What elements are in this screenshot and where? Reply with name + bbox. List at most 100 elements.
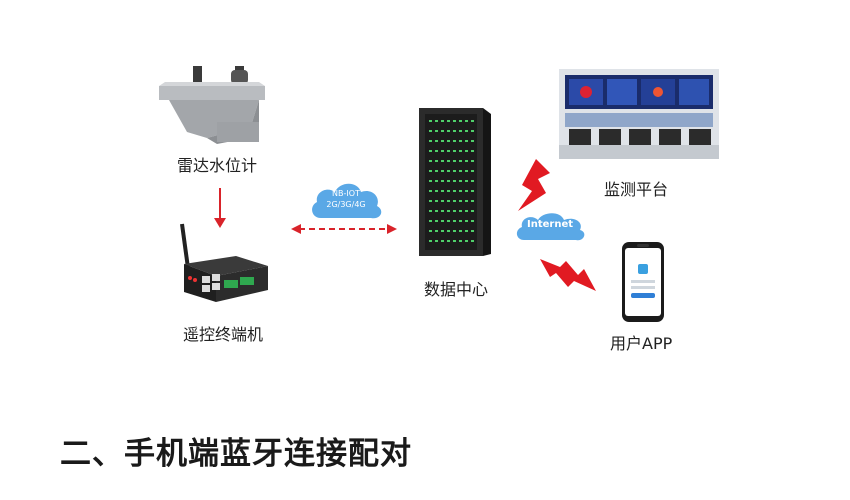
monitoring-platform-label: 监测平台 [604, 180, 669, 199]
lightning-bolt-upper-icon [514, 159, 554, 211]
server-led [435, 170, 438, 172]
server-led [471, 180, 474, 182]
nb-iot-cloud-icon [307, 178, 385, 222]
server-led [453, 120, 456, 122]
server-led [435, 190, 438, 192]
server-led [453, 200, 456, 202]
server-led [441, 230, 444, 232]
server-led [453, 140, 456, 142]
server-led [435, 240, 438, 242]
server-led [471, 150, 474, 152]
server-led [465, 200, 468, 202]
server-led [465, 160, 468, 162]
server-led [471, 140, 474, 142]
server-led [441, 140, 444, 142]
server-led [441, 200, 444, 202]
server-led [435, 210, 438, 212]
server-led [465, 180, 468, 182]
server-led [441, 130, 444, 132]
server-led [429, 140, 432, 142]
server-led [453, 160, 456, 162]
server-led [471, 190, 474, 192]
server-led [441, 210, 444, 212]
server-led [435, 220, 438, 222]
server-led [435, 140, 438, 142]
server-led [429, 120, 432, 122]
server-led [447, 170, 450, 172]
section-heading: 二、手机端蓝牙连接配对 [60, 436, 412, 472]
server-led [429, 210, 432, 212]
server-led [465, 190, 468, 192]
server-led [471, 230, 474, 232]
server-led [441, 170, 444, 172]
server-led [465, 170, 468, 172]
server-led [465, 120, 468, 122]
server-led [465, 130, 468, 132]
server-led [447, 140, 450, 142]
server-led [471, 210, 474, 212]
server-led [453, 130, 456, 132]
server-led [453, 210, 456, 212]
server-led [441, 220, 444, 222]
server-led [441, 150, 444, 152]
rtu-terminal-label: 遥控终端机 [183, 325, 264, 344]
server-led [459, 140, 462, 142]
server-led [459, 180, 462, 182]
server-led [429, 150, 432, 152]
server-led [441, 160, 444, 162]
server-led [453, 190, 456, 192]
server-led [435, 160, 438, 162]
server-led [447, 220, 450, 222]
arrow-down-icon [214, 188, 226, 230]
server-led [435, 180, 438, 182]
nb-iot-cloud-line1: NB-IOT [332, 189, 360, 198]
server-led [429, 200, 432, 202]
server-led [429, 230, 432, 232]
server-led [447, 160, 450, 162]
server-led [435, 120, 438, 122]
dashed-double-arrow-icon [291, 222, 397, 236]
user-app-label: 用户APP [610, 334, 673, 353]
server-led [465, 220, 468, 222]
server-led [471, 200, 474, 202]
server-led [453, 150, 456, 152]
server-led [447, 240, 450, 242]
server-led [459, 160, 462, 162]
server-led [453, 180, 456, 182]
server-led [465, 140, 468, 142]
server-led [429, 190, 432, 192]
server-led [459, 210, 462, 212]
server-led [429, 170, 432, 172]
smartphone-image [622, 242, 664, 322]
server-led [429, 180, 432, 182]
server-led [447, 190, 450, 192]
server-led [471, 170, 474, 172]
rtu-terminal-image [160, 222, 270, 308]
server-led [465, 240, 468, 242]
server-led [471, 120, 474, 122]
server-led [465, 230, 468, 232]
server-led [471, 160, 474, 162]
server-led [435, 130, 438, 132]
nb-iot-cloud-line2: 2G/3G/4G [326, 200, 366, 209]
server-led [447, 210, 450, 212]
server-led [435, 230, 438, 232]
server-led [471, 220, 474, 222]
server-led [441, 120, 444, 122]
internet-cloud-icon [514, 210, 588, 242]
server-rack-image [419, 108, 491, 258]
server-led [459, 200, 462, 202]
server-led [447, 230, 450, 232]
data-center-label: 数据中心 [424, 280, 489, 299]
server-led [447, 180, 450, 182]
server-led [447, 200, 450, 202]
server-led [435, 200, 438, 202]
server-led [471, 130, 474, 132]
server-led [459, 150, 462, 152]
lightning-bolt-lower-icon [540, 257, 596, 295]
server-led [459, 230, 462, 232]
server-led [459, 130, 462, 132]
server-led [453, 220, 456, 222]
server-led [429, 160, 432, 162]
server-led [459, 240, 462, 242]
